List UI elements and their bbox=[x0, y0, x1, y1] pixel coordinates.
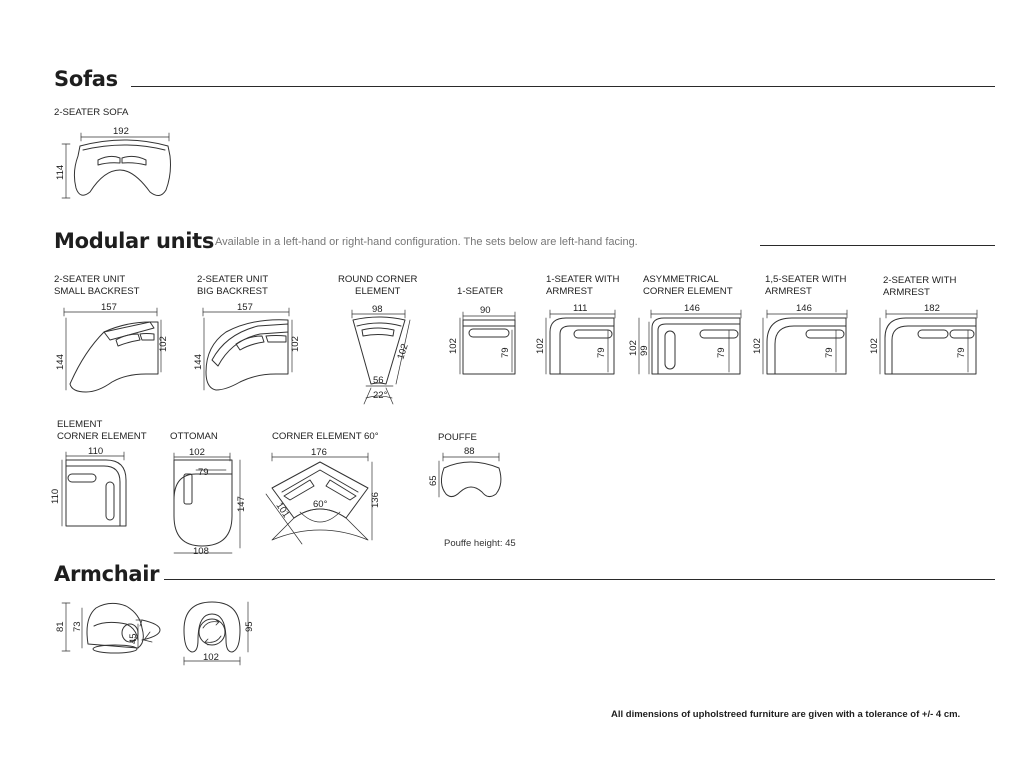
seater-2-armrest-drawing bbox=[879, 309, 978, 375]
round-corner-angle-dim: 22° bbox=[373, 390, 388, 401]
seater-1-drawing bbox=[459, 311, 516, 375]
corner-60-width-dim: 176 bbox=[311, 447, 327, 458]
ottoman-drawing bbox=[173, 452, 241, 554]
armchair-seat-height-dim: 45 bbox=[128, 633, 139, 644]
ottoman-bottom-dim: 108 bbox=[193, 546, 209, 557]
armchair-top-drawing bbox=[183, 601, 249, 666]
unit-big-seat-depth-dim: 102 bbox=[290, 336, 301, 352]
asymmetrical-corner-drawing bbox=[638, 309, 742, 375]
label-1-seater: 1-SEATER bbox=[457, 286, 504, 297]
section-rule-sofas bbox=[131, 86, 995, 87]
element-corner-width-dim: 110 bbox=[88, 446, 103, 457]
round-corner-drawing bbox=[351, 309, 411, 405]
seater-1-armrest-width-dim: 111 bbox=[573, 303, 587, 314]
seater-1-width-dim: 90 bbox=[480, 305, 491, 316]
pouffe-drawing bbox=[438, 452, 502, 498]
section-note-modular: Available in a left-hand or right-hand c… bbox=[215, 236, 638, 248]
seater-1-5-width-dim: 146 bbox=[796, 303, 812, 314]
section-rule-modular bbox=[760, 245, 995, 246]
round-corner-width-dim: 98 bbox=[372, 304, 383, 315]
element-corner-depth-dim: 110 bbox=[50, 489, 61, 504]
seater-2-armrest-width-dim: 182 bbox=[924, 303, 940, 314]
label-corner-60: CORNER ELEMENT 60° bbox=[272, 431, 379, 442]
section-title-sofas: Sofas bbox=[54, 67, 118, 91]
section-title-modular-units: Modular units bbox=[54, 229, 215, 253]
label-ottoman: OTTOMAN bbox=[170, 431, 218, 442]
pouffe-width-dim: 88 bbox=[464, 446, 475, 457]
element-corner-drawing bbox=[61, 451, 127, 527]
tolerance-footnote: All dimensions of upholstreed furniture … bbox=[611, 709, 961, 720]
pouffe-depth-dim: 65 bbox=[428, 475, 439, 486]
ottoman-depth-dim: 147 bbox=[236, 496, 247, 512]
unit-big-backrest-drawing bbox=[202, 307, 293, 391]
seater-2-armrest-seat-dim: 79 bbox=[956, 347, 967, 358]
sofa-depth-dim: 114 bbox=[55, 165, 66, 180]
sofa-2-seater-drawing bbox=[61, 132, 171, 199]
asymmetrical-depth-b-dim: 99 bbox=[639, 345, 650, 356]
pouffe-height-note: Pouffe height: 45 bbox=[444, 538, 516, 549]
corner-60-angle-dim: 60° bbox=[313, 499, 328, 510]
seater-1-depth-dim: 102 bbox=[448, 338, 459, 354]
seater-1-5-depth-dim: 102 bbox=[752, 338, 763, 354]
armchair-top-depth-dim: 95 bbox=[244, 621, 255, 632]
section-rule-armchair bbox=[164, 579, 995, 580]
unit-small-depth-dim: 144 bbox=[55, 354, 66, 370]
unit-small-backrest-drawing bbox=[63, 307, 162, 393]
seater-1-armrest-depth-dim: 102 bbox=[535, 338, 546, 354]
unit-big-depth-dim: 144 bbox=[193, 354, 204, 370]
ottoman-width-dim: 102 bbox=[189, 447, 205, 458]
sofa-width-dim: 192 bbox=[113, 126, 129, 137]
seater-2-armrest-depth-dim: 102 bbox=[869, 338, 880, 354]
unit-big-width-dim: 157 bbox=[237, 302, 253, 313]
section-title-armchair: Armchair bbox=[54, 562, 160, 586]
ottoman-inner-dim: 79 bbox=[198, 467, 209, 478]
corner-60-depth-dim: 136 bbox=[370, 492, 381, 508]
seater-1-seat-dim: 79 bbox=[500, 347, 511, 358]
armchair-side-drawing bbox=[61, 602, 161, 654]
seater-1-5-armrest-drawing bbox=[762, 309, 848, 375]
asymmetrical-depth-dim: 102 bbox=[628, 340, 639, 356]
round-corner-inner-dim: 56 bbox=[373, 375, 384, 386]
unit-small-seat-depth-dim: 102 bbox=[158, 336, 169, 352]
asymmetrical-width-dim: 146 bbox=[684, 303, 700, 314]
label-pouffe: POUFFE bbox=[438, 432, 477, 443]
seater-1-armrest-drawing bbox=[545, 309, 616, 375]
armchair-top-width-dim: 102 bbox=[203, 652, 219, 663]
corner-60-drawing bbox=[265, 452, 373, 545]
seater-1-5-seat-dim: 79 bbox=[824, 347, 835, 358]
corner-60-side-dim: 101 bbox=[274, 501, 292, 520]
round-corner-side-dim: 102 bbox=[395, 342, 410, 360]
seater-1-armrest-seat-dim: 79 bbox=[596, 347, 607, 358]
label-2-seater-sofa: 2-SEATER SOFA bbox=[54, 107, 129, 118]
armchair-height-dim: 81 bbox=[55, 621, 66, 632]
asymmetrical-seat-dim: 79 bbox=[716, 347, 727, 358]
armchair-back-height-dim: 73 bbox=[72, 621, 83, 632]
unit-small-width-dim: 157 bbox=[101, 302, 117, 313]
